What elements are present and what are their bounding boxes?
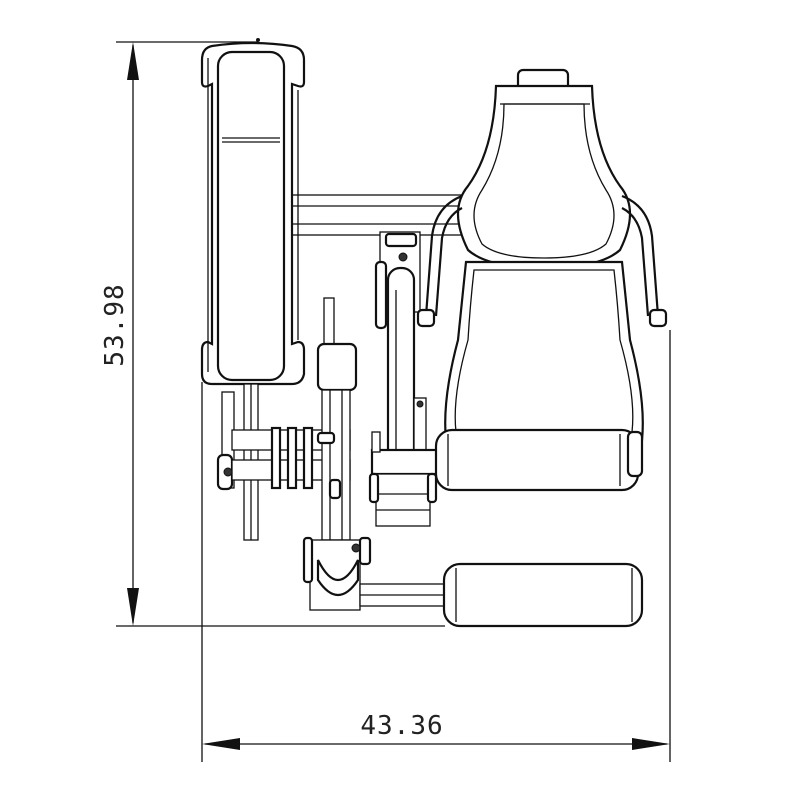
weight-stack-tower (200, 38, 306, 386)
upper-roller-pad (434, 428, 644, 492)
slider-carriage (368, 231, 440, 527)
cross-frame-beam (281, 194, 464, 236)
lower-roller-pad (442, 562, 644, 628)
width-dimension-label: 43.36 (360, 711, 443, 741)
height-dimension-label: 53.98 (100, 283, 130, 366)
lower-left-mechanism (216, 383, 351, 541)
seat-assembly (416, 68, 668, 442)
center-arm-assembly (302, 297, 446, 611)
dimension-lines (116, 41, 671, 762)
